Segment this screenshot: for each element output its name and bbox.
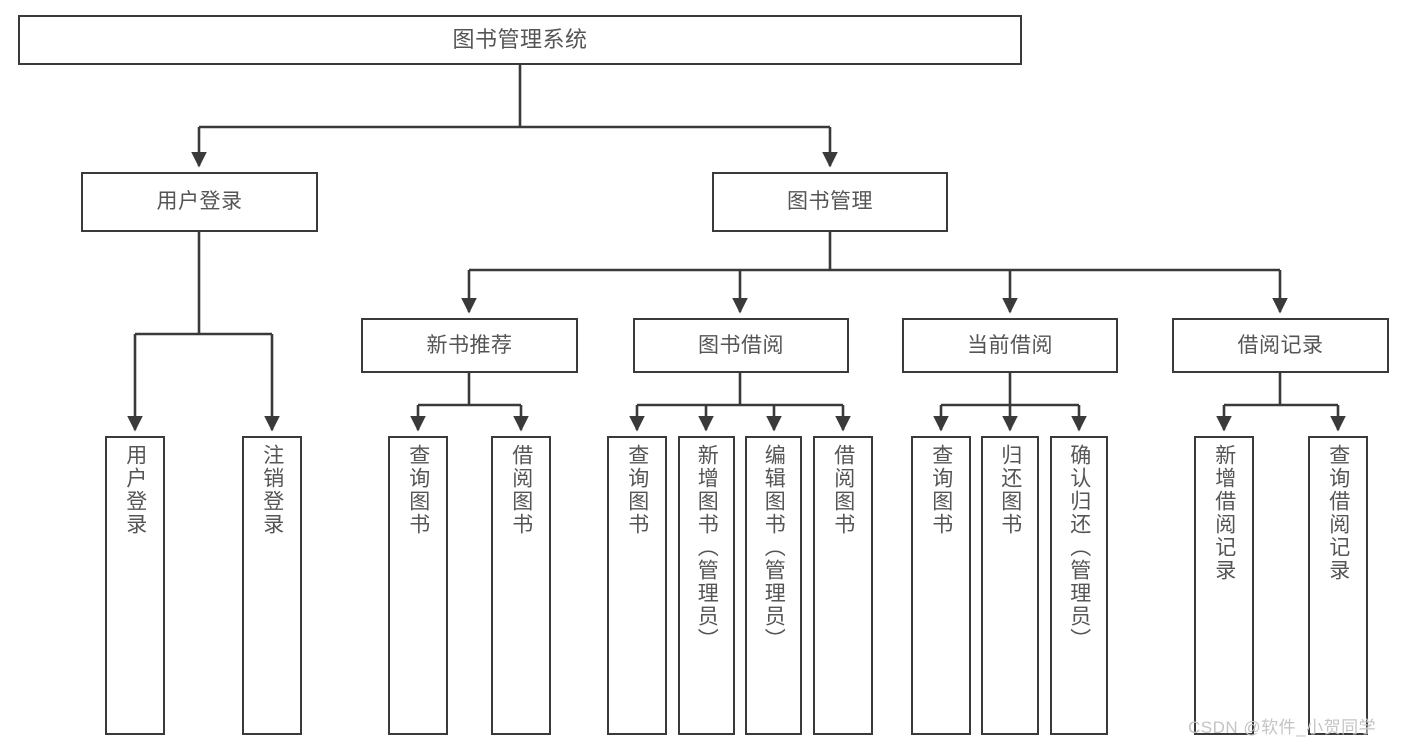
node-label: 查询图书	[929, 444, 953, 536]
node-label: 归还图书	[998, 444, 1022, 536]
node-book-borrow[interactable]: 图书借阅	[633, 318, 849, 373]
node-label: 注销登录	[260, 444, 284, 536]
leaf-query-book-borrow[interactable]: 查询图书	[607, 436, 667, 735]
leaf-add-book-admin[interactable]: 新增图书（管理员）	[678, 436, 735, 735]
leaf-query-book-recommend[interactable]: 查询图书	[388, 436, 448, 735]
leaf-return-book[interactable]: 归还图书	[981, 436, 1039, 735]
watermark: CSDN @软件_小贺同学	[1188, 718, 1377, 737]
leaf-user-logout[interactable]: 注销登录	[242, 436, 302, 735]
node-label: 查询图书	[625, 444, 649, 536]
node-label: 新增图书（管理员）	[695, 444, 719, 651]
leaf-edit-book-admin[interactable]: 编辑图书（管理员）	[745, 436, 802, 735]
leaf-user-login[interactable]: 用户登录	[105, 436, 165, 735]
leaf-query-borrow-record[interactable]: 查询借阅记录	[1308, 436, 1368, 735]
node-label: 借阅记录	[1237, 333, 1324, 357]
node-label: 查询借阅记录	[1326, 444, 1350, 582]
node-label: 图书借阅	[698, 333, 784, 357]
node-label: 借阅图书	[509, 444, 533, 536]
node-new-book-recommend[interactable]: 新书推荐	[361, 318, 578, 373]
leaf-query-book-current[interactable]: 查询图书	[911, 436, 971, 735]
node-label: 当前借阅	[967, 333, 1053, 357]
node-current-borrow[interactable]: 当前借阅	[902, 318, 1118, 373]
node-label: 查询图书	[406, 444, 430, 536]
node-label: 编辑图书（管理员）	[762, 444, 786, 651]
node-label: 确认归还（管理员）	[1067, 444, 1091, 651]
node-user-login[interactable]: 用户登录	[81, 172, 318, 232]
node-label: 借阅图书	[831, 444, 855, 536]
node-label: 新增借阅记录	[1212, 444, 1236, 582]
leaf-add-borrow-record[interactable]: 新增借阅记录	[1194, 436, 1254, 735]
leaf-borrow-book-recommend[interactable]: 借阅图书	[491, 436, 551, 735]
node-label: 用户登录	[156, 190, 243, 214]
node-label: 新书推荐	[426, 333, 513, 357]
node-book-management[interactable]: 图书管理	[712, 172, 948, 232]
node-label: 图书管理	[787, 190, 873, 214]
leaf-borrow-book[interactable]: 借阅图书	[813, 436, 873, 735]
node-label: 图书管理系统	[452, 26, 588, 52]
node-label: 用户登录	[123, 444, 147, 536]
node-root-system[interactable]: 图书管理系统	[18, 15, 1022, 65]
leaf-confirm-return-admin[interactable]: 确认归还（管理员）	[1050, 436, 1108, 735]
node-borrow-record[interactable]: 借阅记录	[1172, 318, 1389, 373]
